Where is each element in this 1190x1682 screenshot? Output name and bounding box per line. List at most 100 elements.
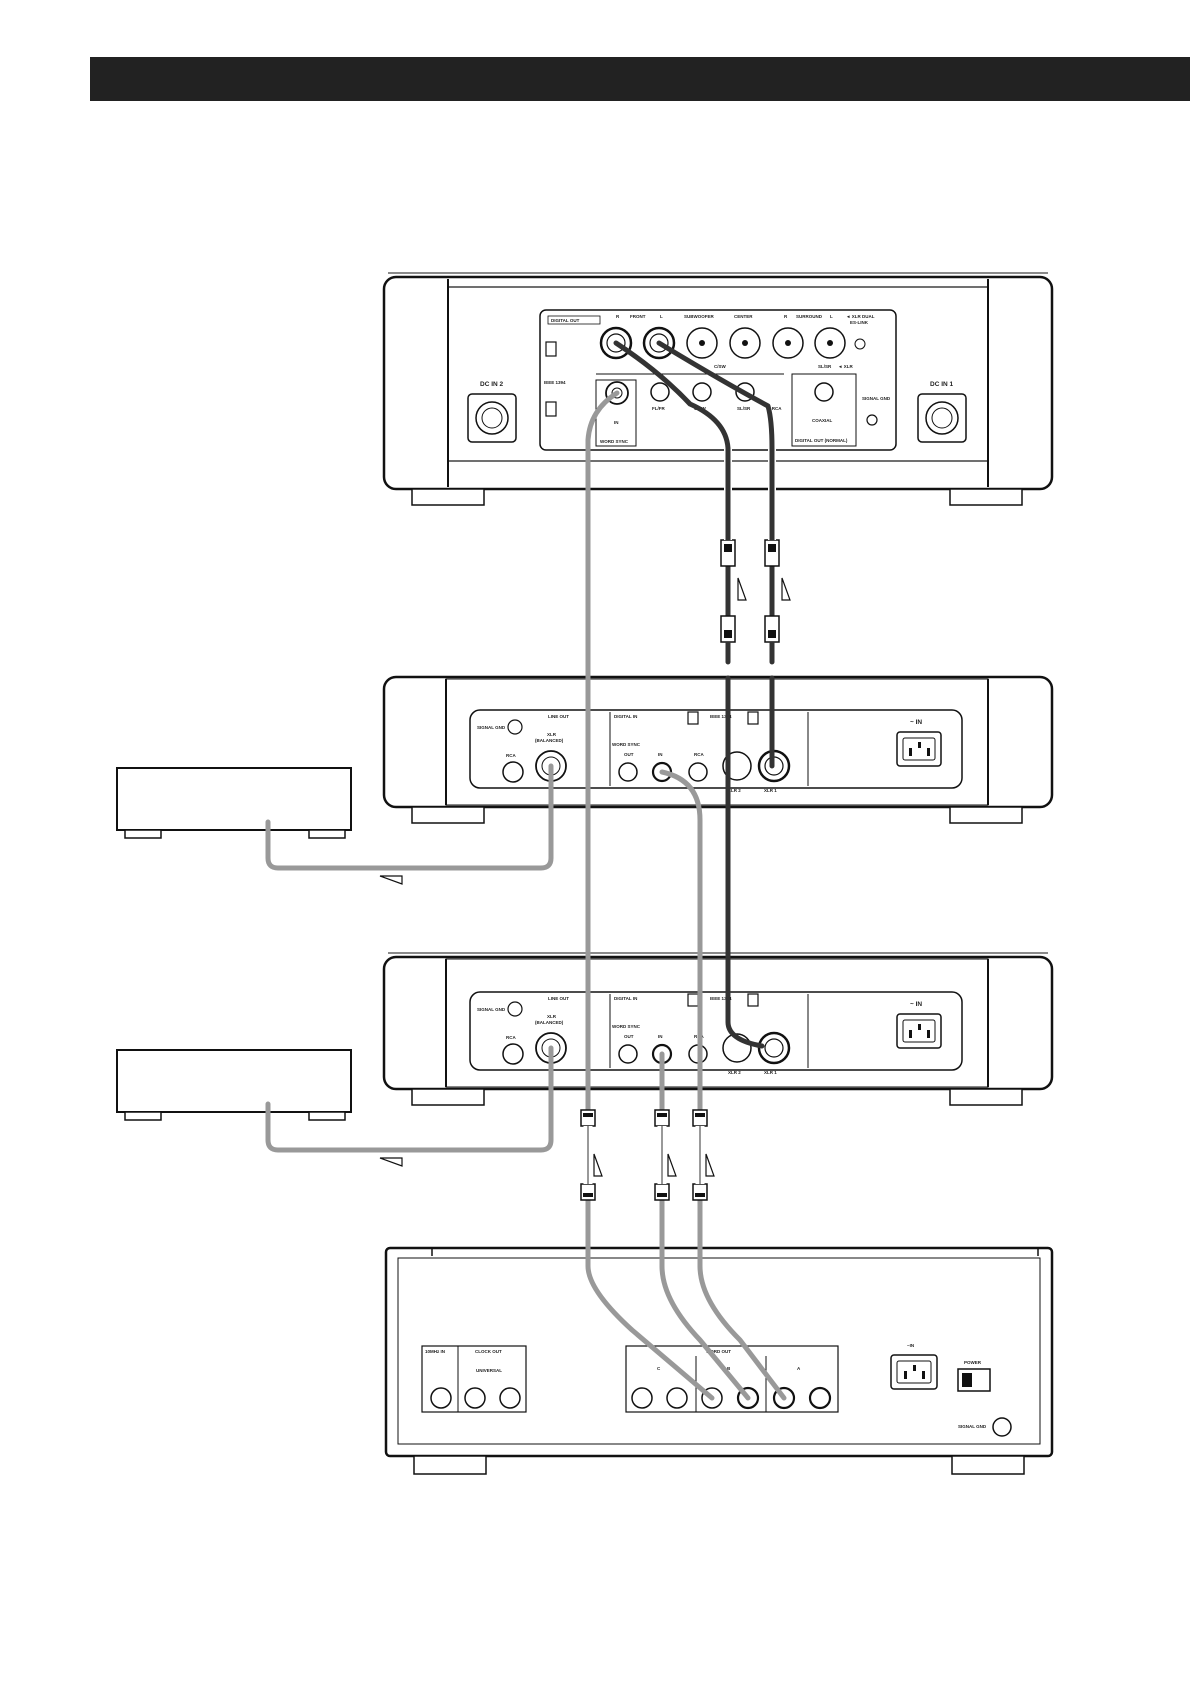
master-clock-unit: 10MHz IN CLOCK OUT UNIVERSAL WORD OUT C … — [384, 1246, 1054, 1475]
dac1-xlr2-in-connector[interactable] — [722, 751, 752, 781]
center-label: CENTER — [734, 314, 753, 319]
dac1-signal-gnd-terminal[interactable] — [507, 719, 523, 735]
dac2-ieee-label: IEEE 1394 — [710, 996, 732, 1001]
xlr-plug-r-lower — [720, 615, 736, 643]
dac-unit-2: SIGNAL GND LINE OUT XLR (BALANCED) RCA D… — [382, 952, 1054, 1106]
front-l-label: L — [660, 314, 663, 319]
transport-unit: DC IN 2 DC IN 1 DIGITAL OUT IEEE 1394 IN… — [382, 272, 1054, 506]
xlr-subwoofer-connector[interactable] — [686, 327, 718, 359]
dac2-xlr-label: XLR — [547, 1014, 557, 1019]
xlr-front-r-connector[interactable] — [599, 326, 633, 360]
front-r-label: R — [616, 314, 620, 319]
clock-out-connector-1[interactable] — [464, 1387, 486, 1409]
signal-gnd-terminal[interactable] — [866, 414, 878, 426]
dac2-digital-in-label: DIGITAL IN — [614, 996, 637, 1001]
c-sw-label: C/SW — [714, 364, 727, 369]
word-out-c-label: C — [657, 1366, 661, 1371]
dac2-rca-label: RCA — [506, 1035, 516, 1040]
dac2-rca-out-connector[interactable] — [502, 1043, 524, 1065]
rca-arrow-label: ◄ RCA — [766, 406, 782, 411]
dac1-word-out-label: OUT — [624, 752, 634, 757]
dac2-word-in-label: IN — [658, 1034, 663, 1039]
word-out-c-connector-2[interactable] — [666, 1387, 688, 1409]
subwoofer-label: SUBWOOFER — [684, 314, 714, 319]
dac1-balanced-label: (BALANCED) — [535, 738, 564, 743]
dac1-word-sync-out-connector[interactable] — [618, 762, 638, 782]
sl-sr-label-2: SL/SR — [737, 406, 751, 411]
xlr-plug-l-upper — [764, 539, 780, 567]
signal-flow-arrow-amp2 — [379, 1157, 403, 1167]
word-out-a-label: A — [797, 1366, 801, 1371]
clock-flow-arrow-1 — [593, 1153, 603, 1177]
dac1-signal-gnd-label: SIGNAL GND — [477, 725, 506, 730]
xlr-surround-l-connector[interactable] — [814, 327, 846, 359]
word-out-a-connector-1[interactable] — [772, 1386, 796, 1410]
dac2-xlr2-in-connector[interactable] — [722, 1033, 752, 1063]
word-out-c-connector-1[interactable] — [631, 1387, 653, 1409]
word-out-b-connector-1[interactable] — [701, 1387, 723, 1409]
bnc-plug-2-lower — [654, 1183, 670, 1201]
ieee1394-port-1[interactable] — [545, 341, 557, 357]
es-link-switch[interactable] — [854, 338, 866, 350]
dac2-ieee1394-port-2[interactable] — [747, 993, 759, 1007]
clock-out-connector-2[interactable] — [499, 1387, 521, 1409]
ieee1394-label: IEEE 1394 — [544, 380, 566, 385]
ieee1394-port-2[interactable] — [545, 401, 557, 417]
xlr-surround-r-connector[interactable] — [772, 327, 804, 359]
dac2-word-out-label: OUT — [624, 1034, 634, 1039]
dac2-xlr1-in-connector[interactable] — [757, 1031, 791, 1065]
xlr-plug-l-lower — [764, 615, 780, 643]
dac1-line-out-label: LINE OUT — [548, 714, 569, 719]
signal-flow-arrow-amp1 — [379, 875, 403, 885]
word-sync-label: WORD SYNC — [600, 439, 629, 444]
rca-c-sw-connector[interactable] — [692, 382, 712, 402]
surround-l-label: L — [830, 314, 833, 319]
power-amplifier-2 — [116, 1049, 352, 1121]
dac2-word-sync-out-connector[interactable] — [618, 1044, 638, 1064]
dac2-signal-gnd-terminal[interactable] — [507, 1001, 523, 1017]
word-out-a-connector-2[interactable] — [808, 1386, 832, 1410]
dc-in-2-label: DC IN 2 — [480, 381, 504, 388]
dac1-ac-inlet[interactable] — [896, 731, 942, 767]
surround-label: SURROUND — [796, 314, 823, 319]
power-amplifier-1 — [116, 767, 352, 839]
clock-flow-arrow-3 — [705, 1153, 715, 1177]
dc-in-2-connector[interactable] — [467, 393, 517, 443]
signal-flow-arrow-r — [737, 577, 747, 601]
digital-out-normal-label: DIGITAL OUT (NORMAL) — [795, 438, 848, 443]
clock-signal-gnd-terminal[interactable] — [992, 1417, 1012, 1437]
bnc-plug-3-upper — [692, 1109, 708, 1127]
universal-label: UNIVERSAL — [476, 1368, 502, 1373]
dc-in-1-connector[interactable] — [917, 393, 967, 443]
dac1-rca-in-connector[interactable] — [688, 762, 708, 782]
section-header-bar — [90, 57, 1190, 101]
dac2-signal-gnd-label: SIGNAL GND — [477, 1007, 506, 1012]
es-link-label: ES-LINK — [850, 320, 869, 325]
bnc-plug-3-lower — [692, 1183, 708, 1201]
dac2-balanced-label: (BALANCED) — [535, 1020, 564, 1025]
coaxial-label: COAXIAL — [812, 418, 833, 423]
xlr-front-l-connector[interactable] — [642, 326, 676, 360]
dac1-xlr1-label: XLR 1 — [764, 788, 777, 793]
rca-fl-fr-connector[interactable] — [650, 382, 670, 402]
coaxial-out-connector[interactable] — [814, 382, 834, 402]
dac2-ac-inlet[interactable] — [896, 1013, 942, 1049]
word-sync-in-connector[interactable] — [605, 381, 629, 405]
fl-fr-label: FL/FR — [652, 406, 665, 411]
dac1-rca-out-connector[interactable] — [502, 761, 524, 783]
dac1-ieee1394-port-2[interactable] — [747, 711, 759, 725]
digital-out-label: DIGITAL OUT — [551, 318, 580, 323]
10mhz-in-connector[interactable] — [430, 1387, 452, 1409]
sl-sr-label: SL/SR — [818, 364, 832, 369]
xlr-cable-l — [656, 340, 775, 769]
clock-ac-inlet[interactable] — [890, 1354, 938, 1390]
xlr-center-connector[interactable] — [729, 327, 761, 359]
dac1-ieee1394-port-1[interactable] — [687, 711, 699, 725]
power-switch[interactable] — [957, 1368, 991, 1392]
rca-sl-sr-connector[interactable] — [735, 382, 755, 402]
xlr-plug-r-upper — [720, 539, 736, 567]
word-out-label: WORD OUT — [706, 1349, 731, 1354]
word-out-b-connector-2[interactable] — [736, 1386, 760, 1410]
dac1-xlr-label: XLR — [547, 732, 557, 737]
